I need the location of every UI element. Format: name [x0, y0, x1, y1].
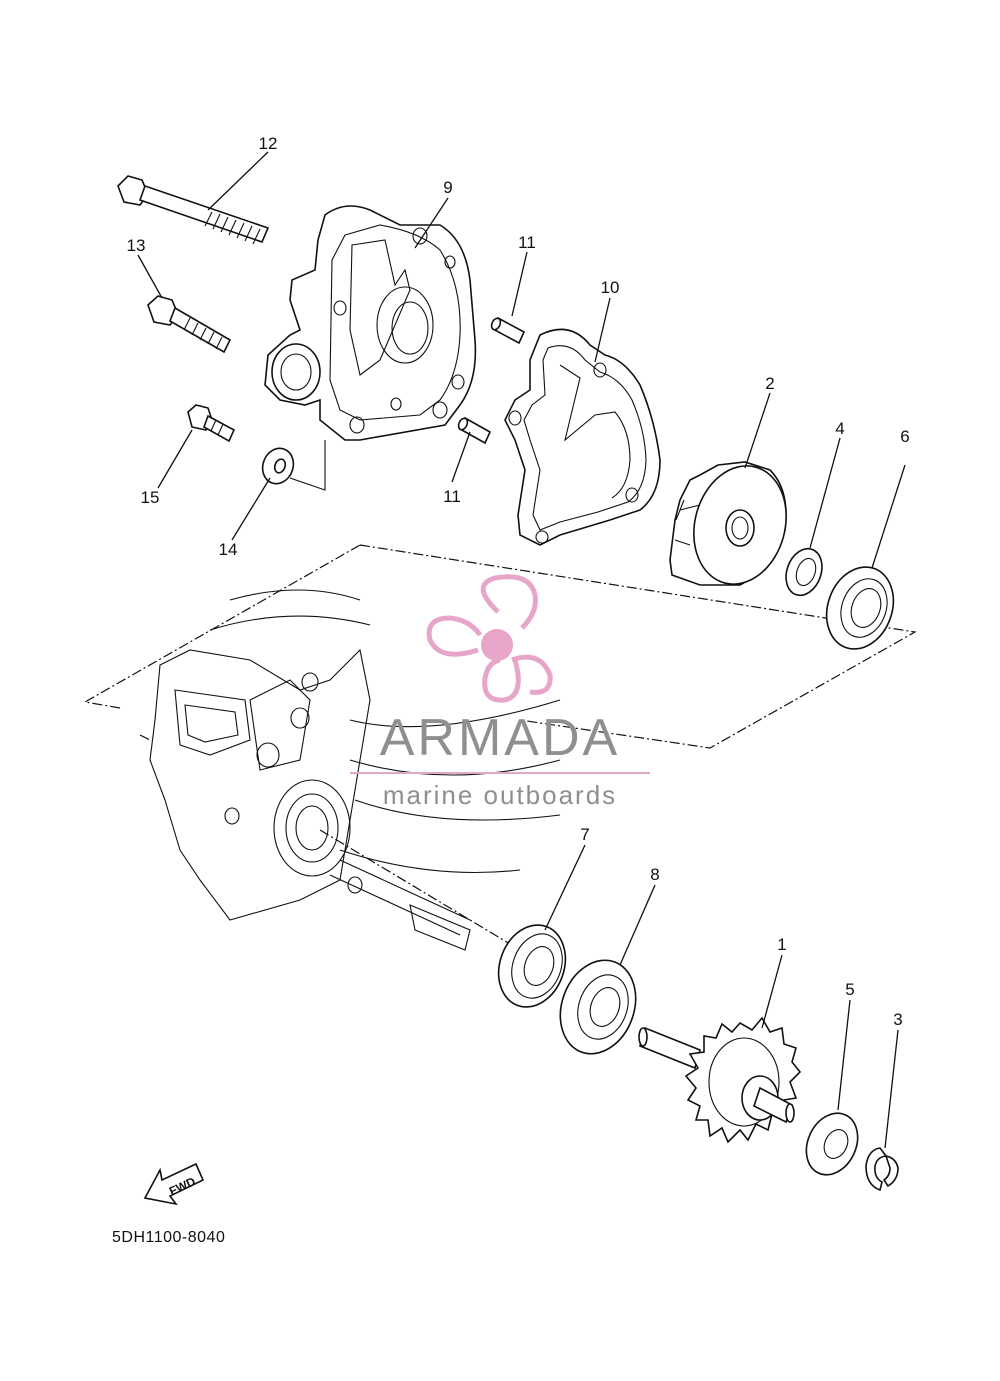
dowel-pin-upper-11: [490, 316, 526, 345]
callout-11-upper: 11: [518, 233, 536, 252]
callout-9: 9: [443, 178, 452, 197]
callout-2: 2: [765, 374, 774, 393]
washer-4: [785, 547, 823, 597]
oil-seal-6: [825, 566, 895, 650]
bolt-12: [117, 175, 270, 245]
callout-3: 3: [893, 1010, 902, 1029]
watermark-title: ARMADA: [379, 709, 621, 767]
callout-12: 12: [259, 134, 278, 153]
assembly-plane-outline: [83, 544, 917, 749]
callout-4: 4: [835, 419, 844, 438]
fwd-arrow-icon: FWD: [143, 1162, 205, 1206]
callout-15: 15: [141, 488, 160, 507]
washer-5: [805, 1112, 859, 1176]
bolt-13: [147, 295, 232, 354]
washer-14: [261, 447, 295, 485]
callout-8: 8: [650, 865, 659, 884]
callout-11-lower: 11: [443, 487, 461, 506]
callout-6: 6: [900, 427, 909, 446]
callout-5: 5: [845, 980, 854, 999]
impeller-2: [669, 461, 787, 586]
dowel-pin-lower-11: [457, 416, 492, 445]
watermark-divider: [350, 772, 650, 774]
callout-13: 13: [127, 236, 146, 255]
pump-cover-9: [264, 205, 477, 441]
watermark-subtitle: marine outboards: [382, 780, 618, 810]
circlip-3: [865, 1147, 899, 1192]
bearing-7: [497, 924, 567, 1008]
propeller-logo-icon: [426, 574, 553, 703]
bolt-15: [187, 404, 236, 443]
callout-1: 1: [777, 935, 786, 954]
bearing-8: [559, 959, 637, 1055]
callout-14: 14: [219, 540, 238, 559]
callout-7: 7: [580, 825, 589, 844]
gasket-10: [504, 328, 661, 546]
drawing-code: 5DH1100-8040: [112, 1229, 226, 1246]
washer-14-guide: [289, 440, 326, 491]
crankcase-outline: [149, 589, 561, 951]
leader-lines: [137, 151, 906, 1149]
callout-10: 10: [601, 278, 620, 297]
impeller-shaft-1: [638, 1016, 802, 1144]
